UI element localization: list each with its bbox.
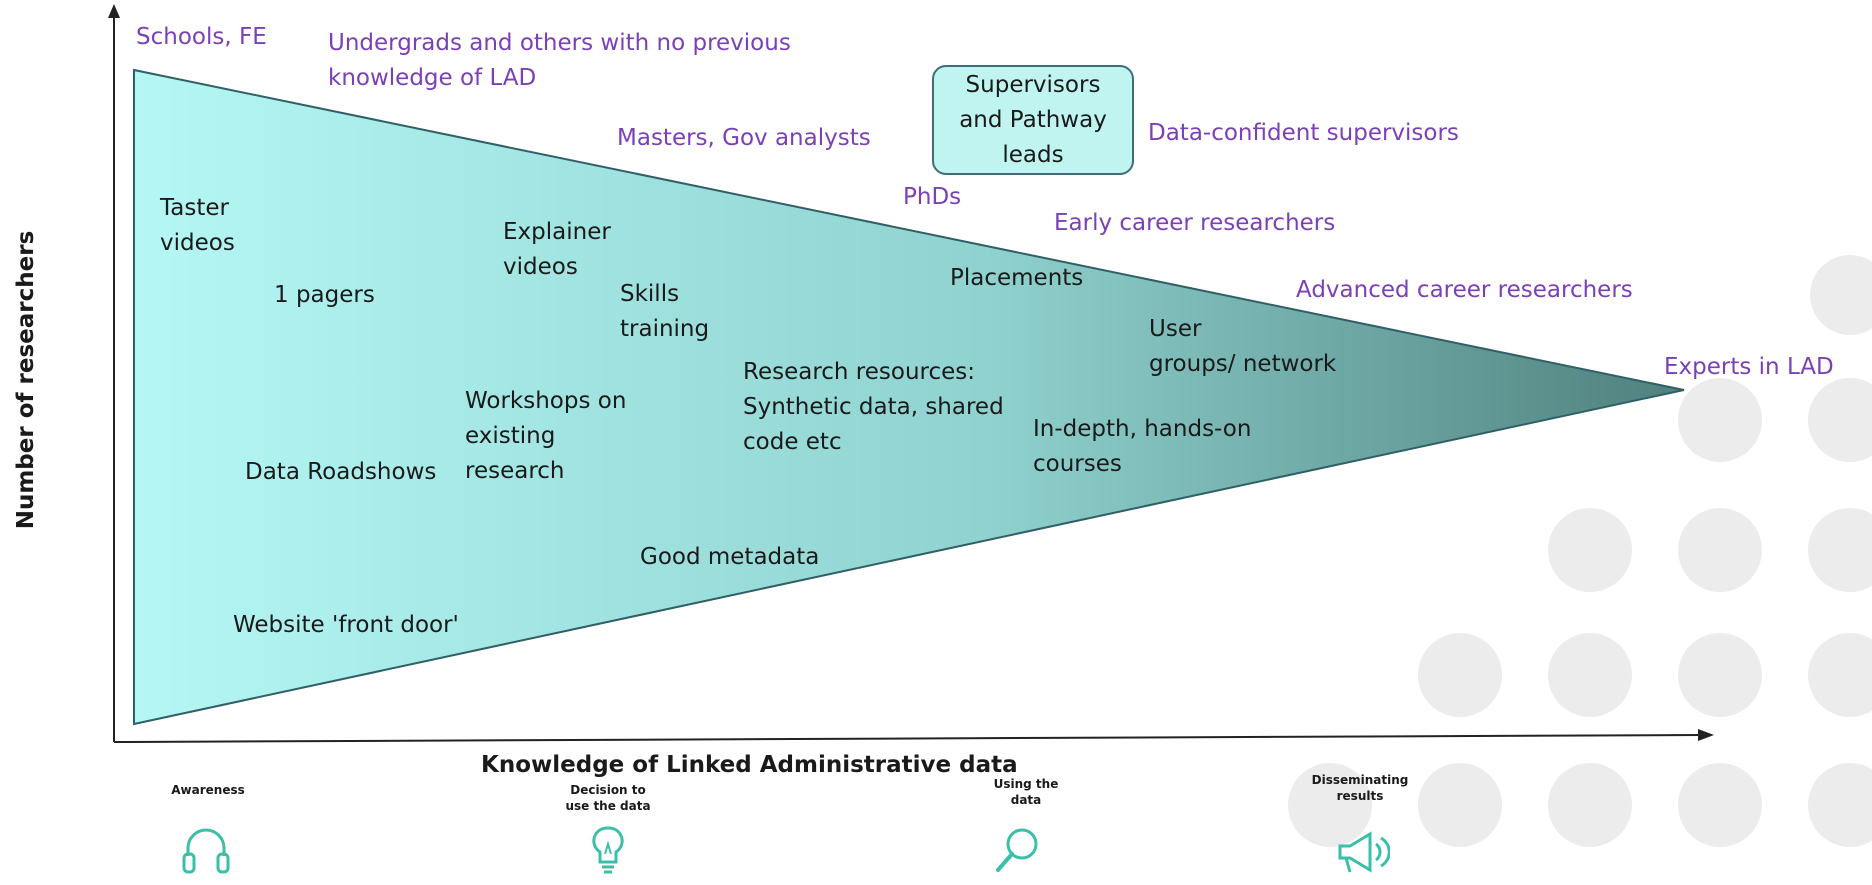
y-axis-label: Number of researchers	[13, 230, 39, 530]
headphones-icon	[182, 828, 230, 874]
resource-website-front-door: Website 'front door'	[233, 612, 459, 638]
audience-data-confident-supervisors: Data-confident supervisors	[1148, 120, 1459, 146]
x-axis	[113, 734, 1703, 743]
megaphone-icon	[1338, 831, 1390, 873]
audience-advanced-career: Advanced career researchers	[1296, 277, 1633, 303]
resource-data-roadshows: Data Roadshows	[245, 459, 437, 485]
lightbulb-icon	[592, 826, 624, 874]
x-axis-arrow	[1698, 729, 1714, 741]
stage-awareness-label: Awareness	[171, 783, 245, 797]
resource-skills-training: Skills training	[620, 281, 710, 342]
resource-taster-videos: Taster videos	[160, 195, 235, 256]
resource-in-depth-courses: In-depth, hands-on courses	[1033, 416, 1252, 477]
knowledge-funnel	[133, 68, 1685, 726]
audience-masters: Masters, Gov analysts	[617, 125, 871, 151]
decorative-dots	[1288, 255, 1872, 847]
resource-good-metadata: Good metadata	[640, 544, 820, 570]
resource-research-resources: Research resources: Synthetic data, shar…	[743, 359, 1004, 455]
stage-decision-label: Decision to use the data	[565, 783, 651, 813]
stage-using-label: Using the data	[993, 777, 1059, 807]
supervisors-box: Supervisors and Pathway leads	[932, 65, 1134, 175]
audience-schools: Schools, FE	[136, 24, 267, 50]
audience-undergrads: Undergrads and others with no previous k…	[328, 30, 791, 91]
audience-experts: Experts in LAD	[1664, 354, 1834, 380]
resource-workshops: Workshops on existing research	[465, 388, 627, 484]
resource-explainer-videos: Explainer videos	[503, 219, 611, 280]
resource-user-groups: User groups/ network	[1149, 316, 1337, 377]
audience-early-career: Early career researchers	[1054, 210, 1336, 236]
resource-placements: Placements	[950, 265, 1084, 291]
magnifier-icon	[996, 828, 1038, 872]
resource-1-pagers: 1 pagers	[274, 282, 375, 308]
x-axis-label: Knowledge of Linked Administrative data	[481, 752, 1018, 778]
audience-phds: PhDs	[903, 184, 962, 210]
y-axis-arrow	[108, 4, 120, 18]
stage-disseminating-label: Disseminating results	[1311, 773, 1409, 803]
